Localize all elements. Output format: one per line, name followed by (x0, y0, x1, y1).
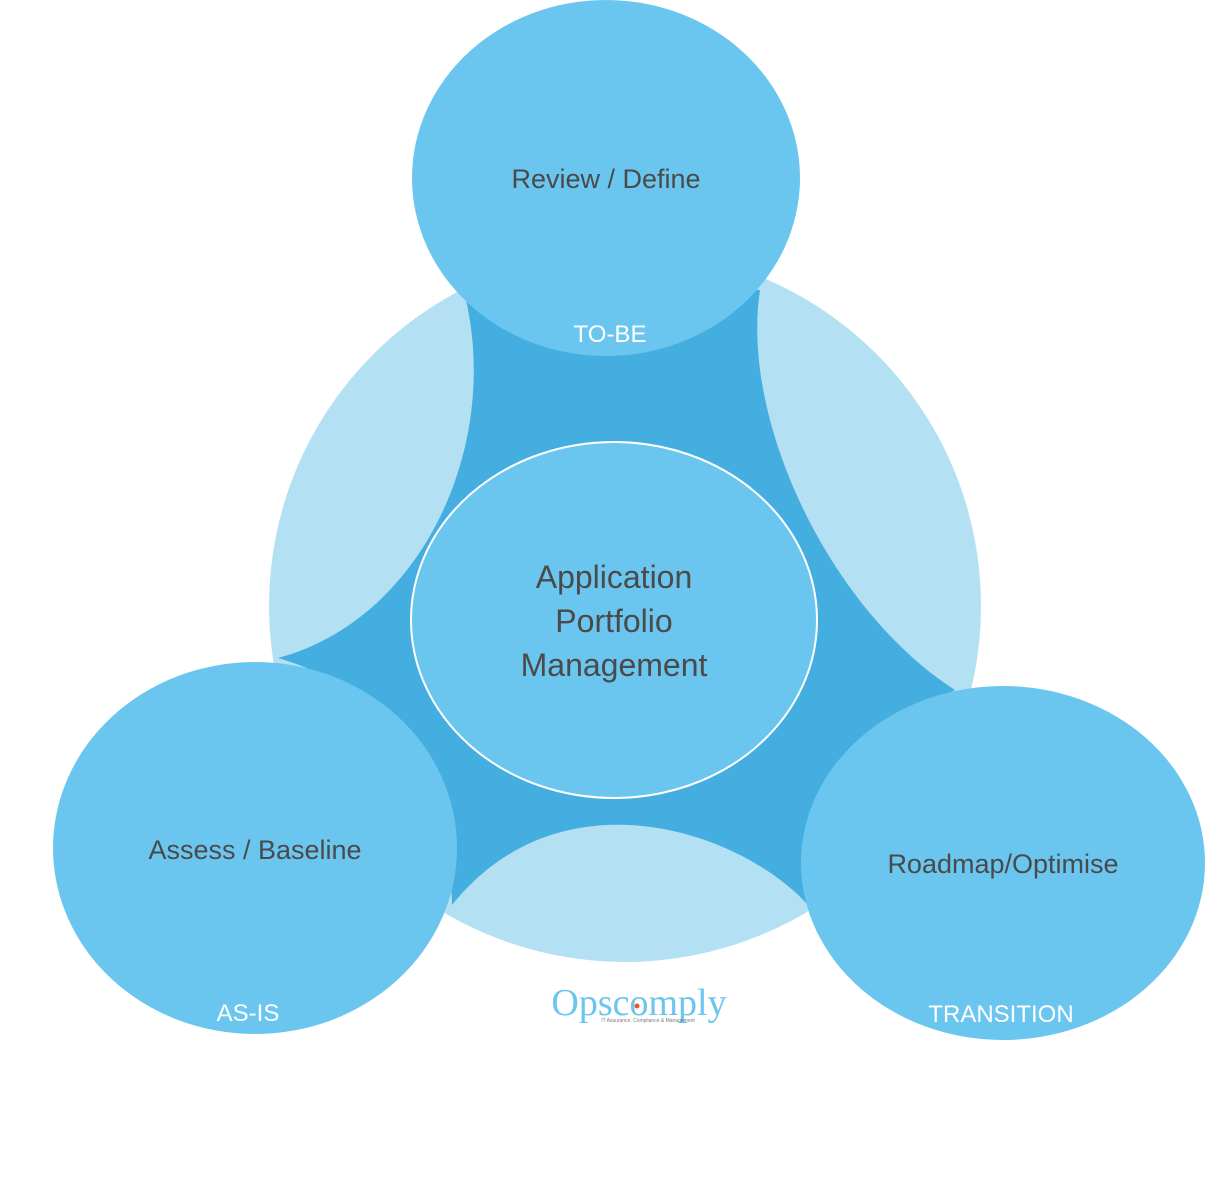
node-roadmap-optimise: Roadmap/Optimise TRANSITION (801, 686, 1205, 1040)
state-label: AS-IS (217, 1000, 280, 1027)
center-node: Application Portfolio Management (410, 441, 818, 799)
node-label: Roadmap/Optimise (887, 849, 1118, 879)
center-label-line-1: Application (536, 559, 693, 595)
state-label: TRANSITION (928, 1001, 1073, 1028)
center-circle (410, 441, 818, 799)
opscomply-logo: Opscomply IT Assurance, Compliance & Man… (551, 982, 726, 1024)
node-assess-baseline: Assess / Baseline AS-IS (53, 662, 457, 1034)
node-circle (801, 686, 1205, 1040)
logo-text: Opscomply (551, 982, 726, 1024)
center-label-line-3: Management (521, 647, 708, 683)
state-label: TO-BE (574, 321, 647, 348)
node-label: Assess / Baseline (148, 835, 361, 865)
logo-tagline: IT Assurance, Compliance & Management (601, 1018, 695, 1024)
node-label: Review / Define (511, 164, 700, 194)
node-circle (53, 662, 457, 1034)
logo-dot-icon (634, 1003, 640, 1009)
center-label-line-2: Portfolio (555, 603, 672, 639)
node-review-define: Review / Define TO-BE (412, 0, 800, 356)
node-circle (412, 0, 800, 356)
